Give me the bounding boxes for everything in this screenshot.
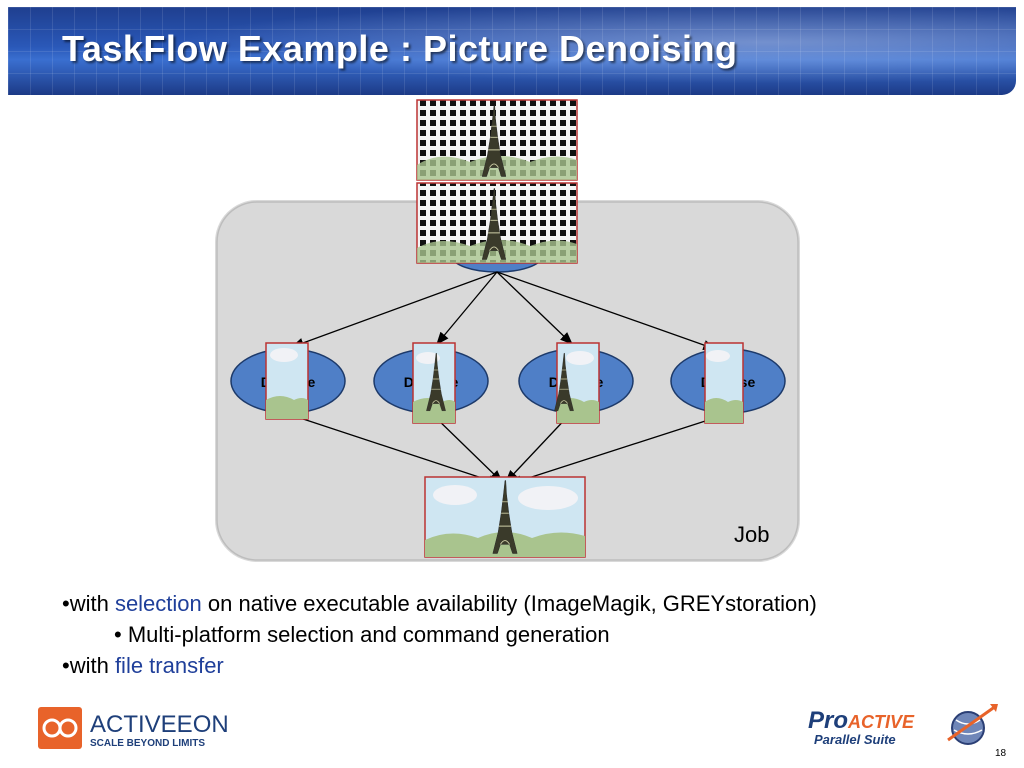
page-number: 18 [995,748,1007,759]
tile-image-4 [704,342,744,424]
bullet-subitem: • Multi-platform selection and command g… [114,622,610,647]
denoise-task-1: Denoise [230,342,346,420]
tile-image-3 [553,342,600,424]
bullet-item: •with selection on native executable ava… [62,591,817,616]
svg-text:ProACTIVE: ProACTIVE [808,707,915,734]
svg-text:Parallel Suite: Parallel Suite [814,732,896,747]
title-banner [8,7,1016,95]
svg-text:SCALE BEYOND LIMITS: SCALE BEYOND LIMITS [90,738,205,749]
noisy-input-image [416,99,578,181]
denoise-task-4: Denoise [670,342,786,424]
split-noisy-image [416,182,578,264]
tile-image-1 [265,342,309,420]
split-arrows [290,271,717,351]
activeeon-logo: ACTIVEEON SCALE BEYOND LIMITS [38,707,229,749]
denoise-task-2: Denoise [373,342,489,424]
file-transfer-keyword: file transfer [114,653,224,678]
svg-text:ACTIVEEON: ACTIVEEON [90,711,229,738]
merge-arrows [287,413,728,486]
slide-title: TaskFlow Example : Picture Denoising [62,28,738,69]
denoise-task-3: Denoise [518,342,634,424]
tile-image-2 [412,342,456,424]
job-label: Job [734,522,770,547]
denoised-output-image [424,476,586,558]
proactive-logo: ProACTIVE Parallel Suite [808,704,998,747]
bullet-item: •with file transfer [62,653,224,678]
selection-keyword: selection [114,591,202,616]
bullet-list: •with selection on native executable ava… [62,588,817,681]
